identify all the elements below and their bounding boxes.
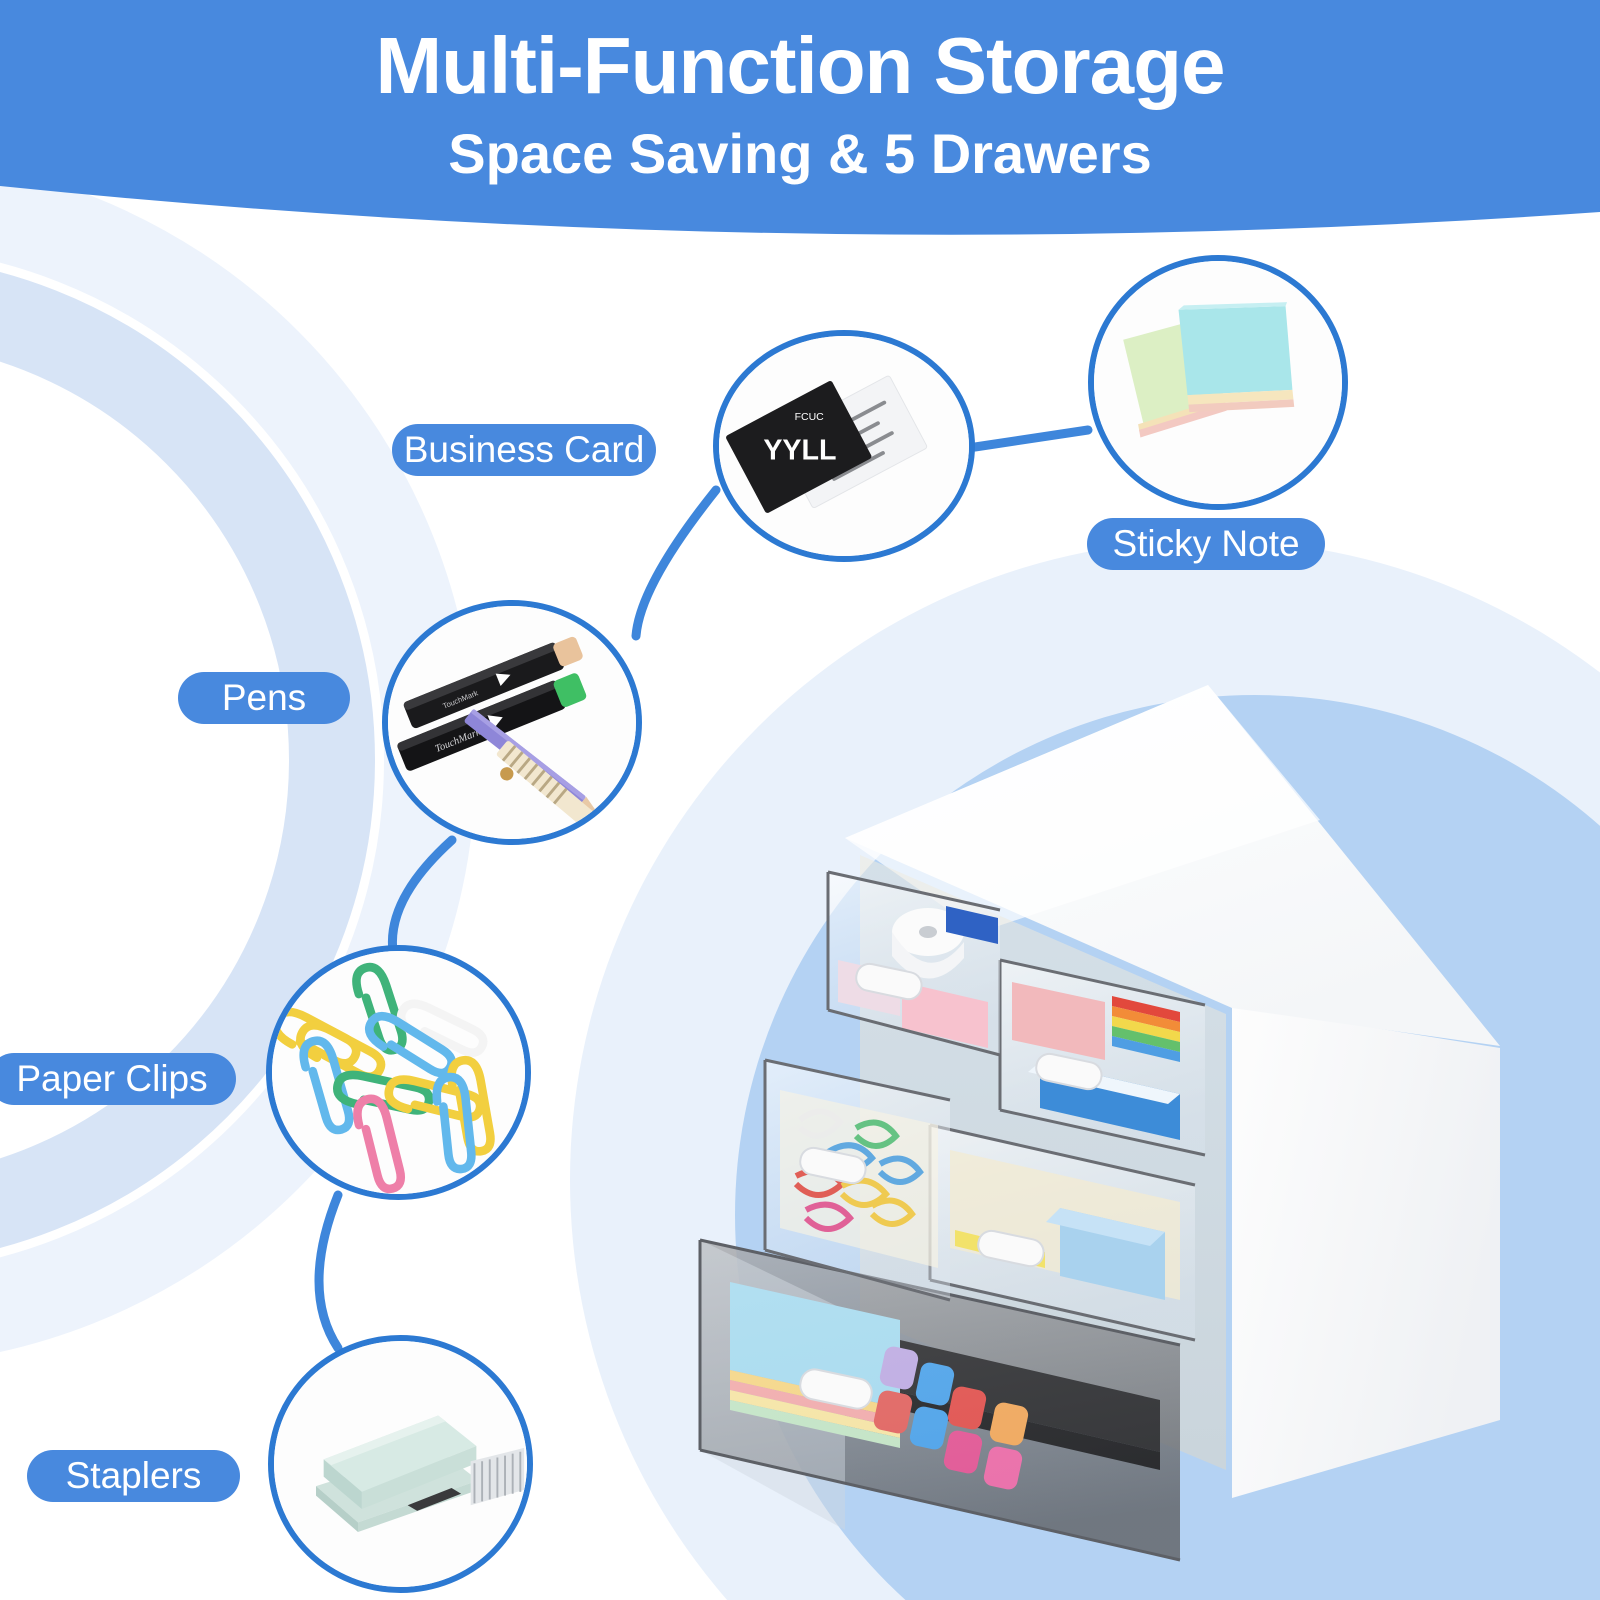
paper-clip-icon [272, 951, 525, 1194]
page-subtitle: Space Saving & 5 Drawers [448, 122, 1152, 185]
header-text: Multi-Function Storage Space Saving & 5 … [0, 0, 1600, 230]
drawer-middle-left [763, 1058, 951, 1302]
drawer2-index-tabs [1112, 996, 1180, 1062]
sticky-pad-cyan [1178, 306, 1293, 396]
card-brand-large: YYLL [763, 434, 836, 466]
staples-strip [470, 1447, 525, 1506]
staplers-photo [268, 1335, 533, 1593]
drawer-middle-right [928, 1123, 1196, 1342]
cabinet-top-highlight [845, 685, 1320, 932]
clip-white [396, 999, 488, 1057]
clip-blue-3 [432, 1072, 476, 1174]
corner-arc-inner [0, 272, 375, 1248]
cabinet-right-face [1232, 1005, 1500, 1498]
business-card-icon: FCUC YYLL [719, 336, 969, 556]
card-brand-small: FCUC [795, 412, 825, 423]
sticky-note-photo [1088, 255, 1348, 510]
pencil-purple-tip [576, 796, 602, 818]
marker-upper [404, 642, 564, 729]
drawer3-handle [799, 1146, 867, 1185]
stapler-arm [323, 1415, 477, 1492]
drawer-top-left [826, 870, 1001, 1057]
stapler-anvil [407, 1488, 462, 1511]
sticky-note-icon [1094, 261, 1342, 504]
label-pens[interactable]: Pens [178, 672, 350, 724]
clip-green-1 [352, 962, 407, 1055]
connector-card-to-pens [631, 485, 721, 641]
connector-clips-to-staplers [314, 1190, 343, 1353]
clip-blue-1 [364, 1011, 456, 1078]
pens-photo: TouchMark TouchMark [382, 600, 642, 845]
label-staplers[interactable]: Staplers [27, 1450, 240, 1502]
clip-blue-2 [299, 1036, 354, 1135]
connector-pens-to-clips [387, 835, 457, 967]
page-title: Multi-Function Storage [375, 21, 1225, 110]
label-sticky-note[interactable]: Sticky Note [1087, 518, 1325, 570]
drawer5-handle [799, 1368, 873, 1410]
label-paper-clips[interactable]: Paper Clips [0, 1053, 236, 1105]
drawer1-blue-accent [946, 906, 998, 944]
drawer-top-right [998, 958, 1206, 1157]
drawer-bottom-wide [698, 1238, 1181, 1562]
black-business-card [726, 380, 872, 513]
pencil-patterned-tip [597, 825, 626, 839]
connector-sticky-to-card [970, 425, 1093, 452]
pen-icon: TouchMark TouchMark [388, 606, 636, 839]
marker-green-cap [553, 673, 587, 707]
label-business-card[interactable]: Business Card [392, 424, 656, 476]
clip-pink [353, 1094, 406, 1194]
stapler-icon [274, 1341, 527, 1587]
paper-clips-photo [266, 945, 531, 1200]
drawer4-handle [977, 1229, 1045, 1268]
drawer2-handle [1035, 1052, 1103, 1091]
marker-upper-tip [553, 636, 583, 667]
business-card-photo: FCUC YYLL [713, 330, 975, 562]
drawer1-pink-block [902, 982, 988, 1048]
drawer1-handle [855, 962, 923, 1001]
drawer2-eraser [1012, 982, 1105, 1060]
